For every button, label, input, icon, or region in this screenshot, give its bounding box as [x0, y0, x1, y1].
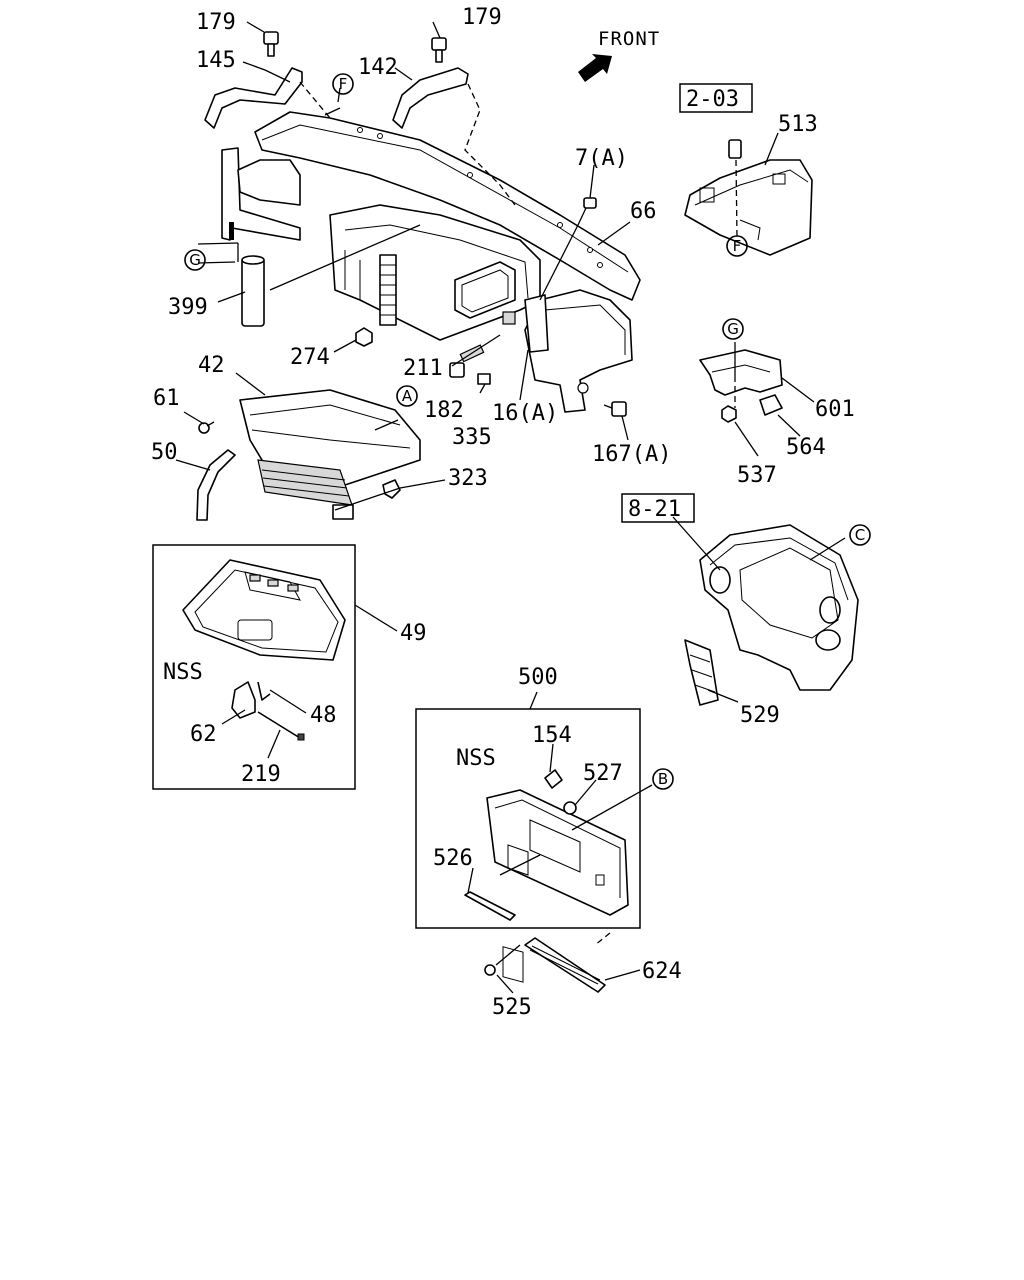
part-335-clip [477, 373, 491, 385]
part-145-bracket [204, 67, 303, 129]
label-335: 335 [452, 425, 492, 450]
front-label: FRONT [598, 28, 660, 50]
svg-text:B: B [658, 770, 668, 788]
ref-box-2-03[interactable]: 2-03 [679, 83, 753, 113]
label-179-right: 179 [462, 5, 502, 30]
label-219: 219 [241, 762, 281, 787]
svg-text:A: A [402, 387, 413, 405]
callout-f-top: F [332, 73, 354, 95]
svg-text:G: G [727, 320, 739, 338]
part-7a-screw [577, 197, 597, 226]
label-500: 500 [518, 665, 558, 690]
label-513: 513 [778, 112, 818, 137]
svg-text:F: F [339, 75, 348, 93]
label-399: 399 [168, 295, 208, 320]
bolt-179-left [263, 31, 279, 57]
dash-frame-drawing [221, 111, 641, 413]
label-624: 624 [642, 959, 682, 984]
part-50-strip [196, 449, 236, 521]
label-nss-49: NSS [163, 660, 203, 685]
svg-text:G: G [189, 251, 201, 269]
label-526: 526 [433, 846, 473, 871]
label-179-left: 179 [196, 10, 236, 35]
label-167a: 167(A) [592, 442, 671, 467]
part-labels: 179 179 145 142 7(A) 66 513 399 274 211 … [151, 5, 855, 1020]
label-154: 154 [532, 723, 572, 748]
label-145: 145 [196, 48, 236, 73]
label-nss-500: NSS [456, 746, 496, 771]
label-525: 525 [492, 995, 532, 1020]
label-62: 62 [190, 722, 217, 747]
label-564: 564 [786, 435, 826, 460]
callout-g-right: G [722, 318, 744, 340]
bracket-513-drawing [684, 139, 813, 256]
instrument-cluster-drawing [684, 524, 859, 706]
box-49 [152, 544, 356, 790]
svg-text:C: C [855, 526, 865, 544]
label-50: 50 [151, 440, 178, 465]
part-323-clip [382, 479, 401, 499]
callout-c: C [849, 524, 871, 546]
label-66: 66 [630, 199, 657, 224]
glovebox-door-drawing [182, 559, 346, 661]
ref-8-21-label: 8-21 [628, 497, 681, 522]
leader-lines [175, 21, 846, 994]
part-142-bracket [392, 67, 469, 129]
bracket-601-drawing [699, 349, 783, 423]
ref-box-8-21[interactable]: 8-21 [621, 493, 695, 523]
part-61-screw [198, 421, 215, 434]
grille-624-drawing [484, 937, 606, 993]
label-48: 48 [310, 703, 337, 728]
part-167a-screw [603, 401, 627, 417]
label-323: 323 [448, 466, 488, 491]
label-142: 142 [358, 55, 398, 80]
glovebox-42-drawing [239, 389, 421, 520]
part-182-bolt [449, 344, 485, 378]
label-601: 601 [815, 397, 855, 422]
label-49: 49 [400, 621, 427, 646]
callout-b: B [652, 768, 674, 790]
callout-g-left: G [184, 249, 206, 271]
label-182: 182 [424, 398, 464, 423]
label-42: 42 [198, 353, 225, 378]
bolt-179-right [431, 37, 447, 63]
svg-text:F: F [733, 237, 742, 255]
callout-a: A [396, 385, 418, 407]
bezel-500-drawing [464, 769, 629, 983]
ref-2-03-label: 2-03 [686, 87, 739, 112]
front-arrow-icon [578, 54, 612, 82]
latch-62-drawing [231, 681, 305, 741]
label-7a: 7(A) [575, 146, 628, 171]
callout-f-bottom: F [726, 235, 748, 257]
label-211: 211 [403, 356, 443, 381]
label-61: 61 [153, 386, 180, 411]
label-537: 537 [737, 463, 777, 488]
part-399-tube [241, 255, 265, 327]
label-529: 529 [740, 703, 780, 728]
part-274-nut [355, 327, 373, 347]
label-16a: 16(A) [492, 401, 558, 426]
label-274: 274 [290, 345, 330, 370]
box-500 [415, 708, 641, 929]
label-527: 527 [583, 761, 623, 786]
